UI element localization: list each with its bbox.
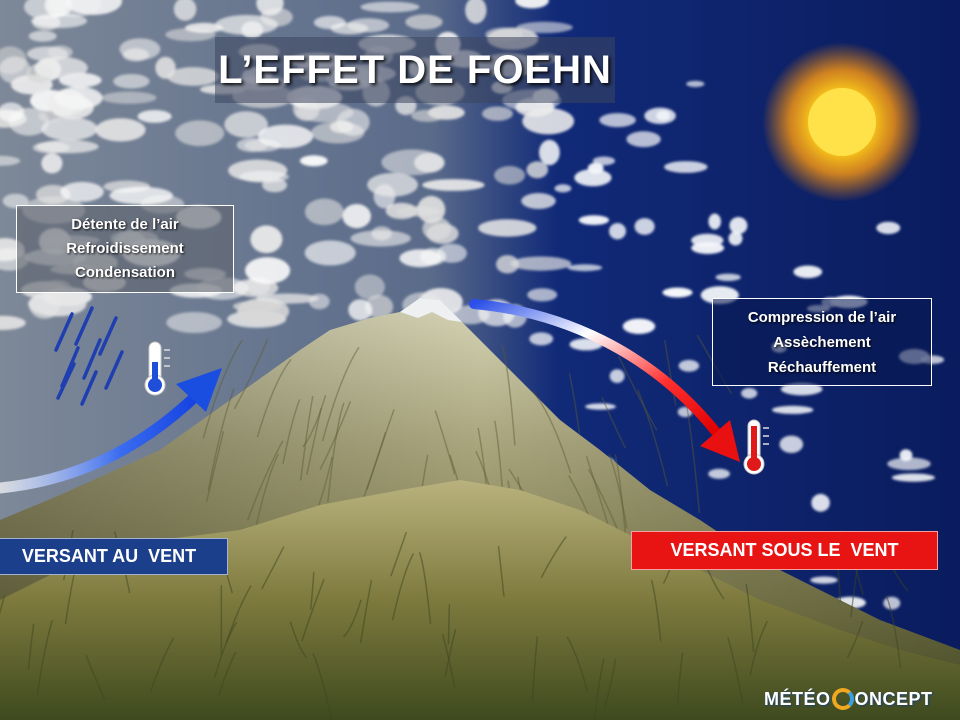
descending-air-arrow bbox=[469, 299, 740, 462]
logo-text-oncept: ONCEPT bbox=[854, 688, 933, 709]
sun-icon bbox=[762, 42, 922, 202]
foothills bbox=[0, 480, 960, 720]
page-title: L’EFFET DE FOEHN bbox=[218, 47, 612, 92]
meteo-concept-logo: MÉTÉO ONCEPT bbox=[764, 684, 944, 714]
cold-thermometer-icon bbox=[144, 341, 170, 396]
hot-thermometer-icon bbox=[743, 419, 769, 475]
title-banner: L’EFFET DE FOEHN bbox=[215, 37, 615, 103]
windward-slope-label: VERSANT AU VENT bbox=[0, 538, 228, 575]
rising-air-arrow bbox=[0, 368, 222, 494]
leeward-line-1: Compression de l’air bbox=[747, 308, 897, 326]
windward-slope-text: VERSANT AU VENT bbox=[21, 546, 197, 566]
logo-c-icon bbox=[831, 688, 854, 710]
leeward-slope-text: VERSANT SOUS LE VENT bbox=[670, 540, 899, 560]
windward-line-1: Détente de l’air bbox=[71, 216, 179, 233]
snow-peak bbox=[400, 298, 462, 322]
windward-line-2: Refroidissement bbox=[66, 240, 184, 257]
leeward-slope-label: VERSANT SOUS LE VENT bbox=[631, 531, 938, 570]
rain-icon bbox=[54, 306, 124, 406]
windward-process-box: Détente de l’air Refroidissement Condens… bbox=[16, 205, 234, 293]
leeward-process-box: Compression de l’air Assèchement Réchauf… bbox=[712, 298, 932, 386]
logo-text-meteo: MÉTÉO bbox=[764, 688, 831, 709]
leeward-line-3: Réchauffement bbox=[767, 358, 877, 376]
windward-line-3: Condensation bbox=[75, 264, 175, 281]
leeward-line-2: Assèchement bbox=[773, 333, 871, 351]
